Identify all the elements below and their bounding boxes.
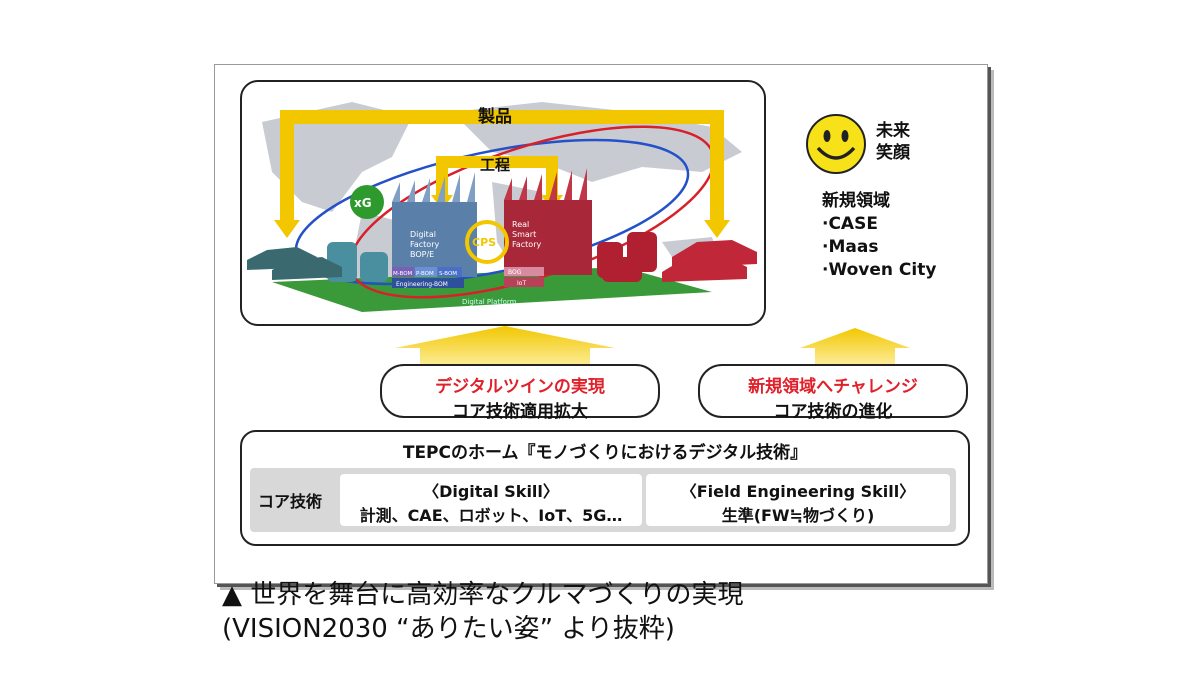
real-factory-line2: Smart	[512, 230, 536, 239]
process-label: 工程	[480, 156, 510, 174]
new-domain-list: 新規領域 ·CASE ·Maas ·Woven City	[822, 190, 936, 282]
caption-line1: ▲ 世界を舞台に高効率なクルマづくりの実現	[222, 580, 744, 610]
field-skill-title: 〈Field Engineering Skill〉	[680, 482, 916, 501]
field-skill-cell: 〈Field Engineering Skill〉 生準(FW≒物づくり)	[646, 474, 950, 526]
new-domain-item: ·Woven City	[822, 260, 937, 280]
home-title: TEPCのホーム『モノづくりにおけるデジタル技術』	[402, 443, 808, 463]
new-domain-title: 新規領域	[822, 191, 890, 211]
new-domain-pill: 新規領域へチャレンジ コア技術の進化	[698, 364, 968, 422]
future-line2: 笑顔	[876, 143, 910, 163]
bom-s	[438, 267, 462, 277]
product-arrow-head-right	[704, 220, 730, 238]
digital-skill-cell: 〈Digital Skill〉 計測、CAE、ロボット、IoT、5G…	[340, 474, 642, 526]
cps-label: CPS	[472, 236, 496, 249]
digital-twin-title: デジタルツインの実現	[435, 377, 605, 397]
new-domain-challenge-title: 新規領域へチャレンジ	[748, 377, 918, 397]
figure-caption: ▲ 世界を舞台に高効率なクルマづくりの実現 (VISION2030 “ありたい姿…	[222, 578, 743, 646]
digital-factory-line1: Digital	[410, 230, 436, 239]
platform-label: Digital Platform	[462, 298, 517, 306]
cps-diagram: Digital Platform 製品 工程 Digital Factory B…	[247, 102, 757, 312]
real-cylinders	[597, 232, 657, 282]
product-arrow-head-left	[274, 220, 300, 238]
digital-twin-subtitle: コア技術適用拡大	[452, 402, 588, 422]
real-cars	[662, 240, 757, 282]
bom-m-label: M-BOM	[393, 271, 413, 277]
future-label: 未来 笑顔	[876, 120, 910, 164]
process-arrow	[436, 156, 558, 197]
up-arrow-right	[800, 328, 910, 374]
bom-p-label: P-BOM	[416, 271, 434, 277]
digital-cars	[247, 247, 342, 280]
xg-ball	[350, 185, 384, 219]
bom-p	[415, 267, 437, 277]
xg-label: xG	[354, 196, 372, 210]
engineering-bom-label: Engineering-BOM	[396, 281, 448, 288]
digital-twin-pill: デジタルツインの実現 コア技術適用拡大	[380, 364, 660, 422]
new-domain-item: ·CASE	[822, 214, 878, 234]
up-arrow-left	[395, 326, 615, 376]
real-factory-line3: Factory	[512, 240, 541, 249]
new-domain-challenge-subtitle: コア技術の進化	[773, 402, 893, 422]
digital-factory-line3: BOP/E	[410, 250, 434, 259]
bom-s-label: S-BOM	[439, 271, 457, 277]
cps-diagram-box: Digital Platform 製品 工程 Digital Factory B…	[240, 80, 766, 326]
real-factory: Real Smart Factory	[504, 168, 592, 275]
smiley-icon	[806, 114, 866, 174]
cps-cycle	[465, 220, 509, 264]
core-tech-label: コア技術	[258, 492, 323, 511]
iot-bar	[504, 277, 544, 287]
field-skill-items: 生準(FW≒物づくり)	[721, 506, 875, 525]
iot-label: IoT	[517, 280, 526, 287]
engineering-bom-bar	[392, 278, 464, 288]
digital-factory: Digital Factory BOP/E	[392, 172, 477, 277]
new-domain-item: ·Maas	[822, 237, 879, 257]
product-label: 製品	[477, 106, 512, 127]
caption-line2: (VISION2030 “ありたい姿” より抜粋)	[222, 614, 675, 644]
bog-bar	[504, 267, 544, 276]
digital-factory-line2: Factory	[410, 240, 439, 249]
digital-skill-items: 計測、CAE、ロボット、IoT、5G…	[359, 506, 623, 525]
bom-m	[392, 267, 414, 277]
future-line1: 未来	[876, 121, 910, 141]
real-factory-line1: Real	[512, 220, 529, 229]
bog-label: BOG	[508, 269, 522, 276]
digital-skill-title: 〈Digital Skill〉	[423, 482, 559, 501]
product-arrow	[280, 110, 724, 222]
